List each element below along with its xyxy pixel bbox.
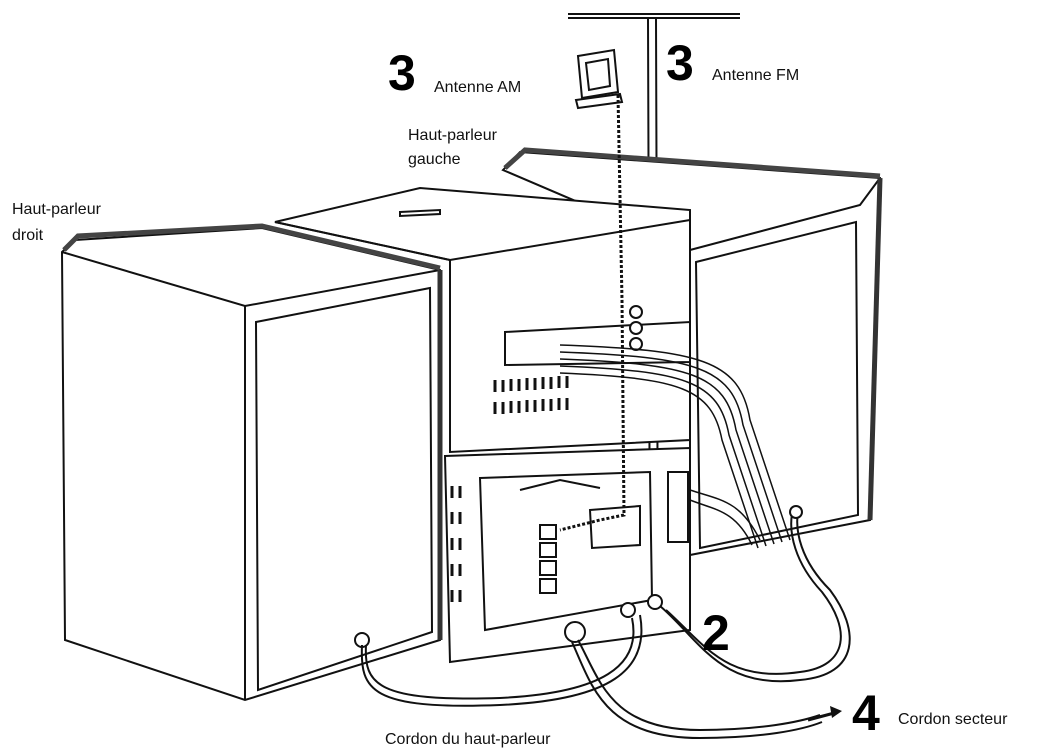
right-speaker bbox=[60, 223, 443, 702]
right-speaker-label-line2: droit bbox=[12, 227, 44, 244]
right-speaker-label-line1: Haut-parleur bbox=[12, 201, 101, 218]
fm-step-number: 3 bbox=[666, 35, 694, 91]
left-speaker-label-line1: Haut-parleur bbox=[408, 127, 497, 144]
am-antenna bbox=[559, 48, 626, 532]
left-speaker bbox=[501, 147, 883, 557]
am-antenna-label: Antenne AM bbox=[434, 79, 522, 96]
power-cord bbox=[571, 639, 823, 740]
power-arrow bbox=[807, 706, 842, 722]
power-step-number: 4 bbox=[852, 685, 880, 741]
fm-antenna-label: Antenne FM bbox=[712, 67, 800, 84]
ribbon-cable bbox=[559, 344, 791, 549]
left-speaker-label-line2: gauche bbox=[408, 151, 461, 168]
speaker-cord-step-number: 2 bbox=[702, 605, 730, 661]
main-unit bbox=[274, 186, 691, 454]
power-cord-label: Cordon secteur bbox=[898, 711, 1008, 728]
main-unit-lower bbox=[443, 446, 691, 664]
am-step-number: 3 bbox=[388, 45, 416, 101]
speaker-cord-label: Cordon du haut-parleur bbox=[385, 731, 551, 748]
speaker-cords bbox=[360, 505, 851, 707]
